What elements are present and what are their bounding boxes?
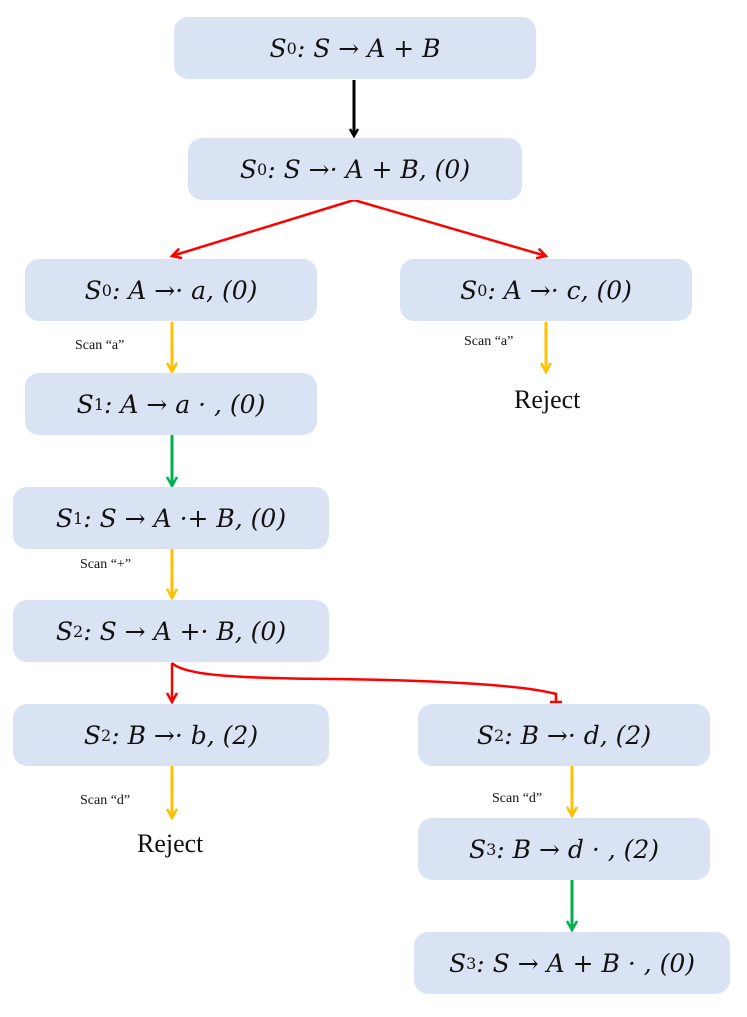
- scan-label: Scan “d”: [492, 791, 543, 806]
- node-subscript: 0: [101, 280, 112, 300]
- node-subscript: 1: [73, 508, 84, 528]
- scan-label: Scan “a”: [464, 334, 514, 349]
- node-rule: : B →· d, (2): [504, 720, 652, 750]
- node-rule: : S →· A + B, (0): [267, 154, 471, 184]
- edge-n2-n3: [172, 198, 355, 256]
- node-subscript: 0: [257, 159, 268, 179]
- scan-label: Scan “d”: [80, 793, 131, 808]
- node-subscript: 3: [486, 839, 497, 859]
- node-rule: : A →· a, (0): [111, 275, 258, 305]
- scan-label: Scan “a”: [75, 338, 125, 353]
- node-state: S: [468, 834, 487, 864]
- node-rule: : S → A ·+ B, (0): [83, 503, 287, 533]
- node-rule: : B → d · , (2): [496, 834, 660, 864]
- node-state: S: [476, 720, 495, 750]
- node-subscript: 2: [101, 725, 112, 745]
- node-state: S: [55, 503, 74, 533]
- node-rule: : B →· b, (2): [111, 720, 259, 750]
- node-state: S: [460, 275, 478, 305]
- node-state: S: [269, 33, 287, 63]
- node-subscript: 1: [93, 394, 104, 414]
- node-subscript: 2: [73, 621, 84, 641]
- node-rule: : S → A + B · , (0): [476, 948, 696, 978]
- node-rule: : A → a · , (0): [104, 389, 266, 419]
- node-state: S: [83, 720, 102, 750]
- node-rule: : S → A +· B, (0): [83, 616, 287, 646]
- edge-n7-n9: [171, 662, 558, 702]
- reject-label: Reject: [514, 385, 581, 414]
- node-subscript: 0: [477, 280, 488, 300]
- node-subscript: 3: [466, 953, 477, 973]
- reject-label: Reject: [137, 829, 204, 858]
- node-state: S: [448, 948, 467, 978]
- node-state: S: [84, 275, 102, 305]
- node-subscript: 0: [286, 38, 297, 58]
- node-state: S: [239, 154, 258, 184]
- edge-n2-n4: [353, 198, 546, 256]
- node-state: S: [55, 616, 74, 646]
- node-rule: : A →· c, (0): [487, 275, 632, 305]
- node-rule: : S → A + B: [296, 33, 441, 63]
- scan-label: Scan “+”: [80, 557, 132, 572]
- node-subscript: 2: [494, 725, 505, 745]
- node-state: S: [76, 389, 94, 419]
